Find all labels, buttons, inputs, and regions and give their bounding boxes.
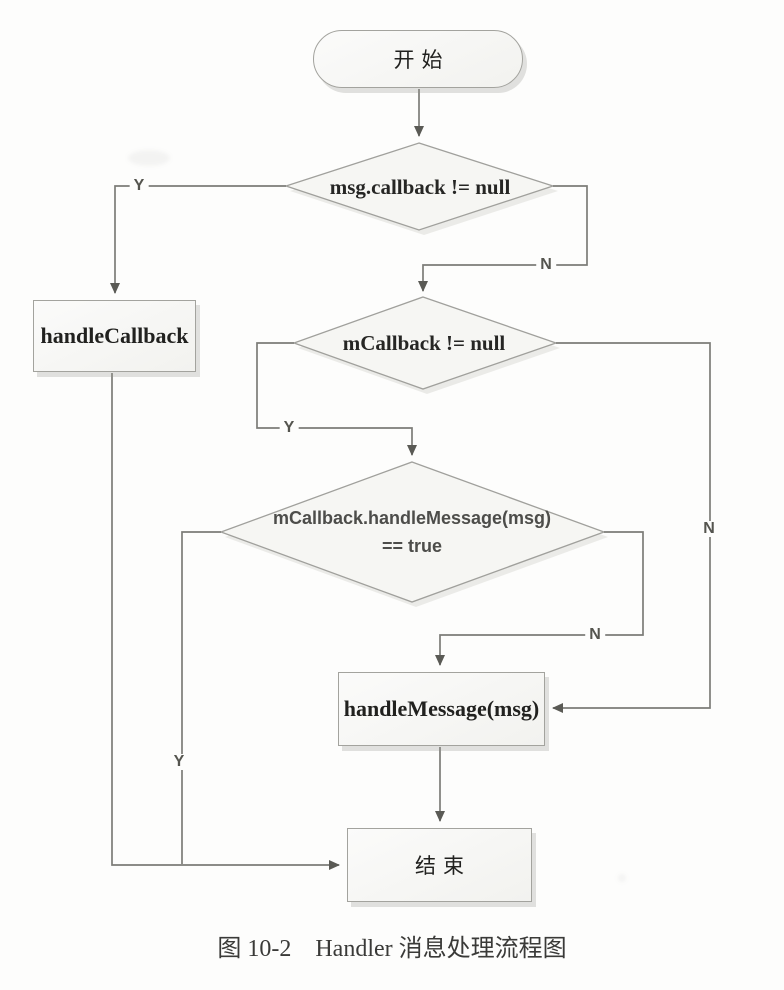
handle-callback-node: handleCallback: [33, 300, 196, 372]
scan-dot: [618, 874, 626, 882]
start-node-label: 开始: [393, 48, 450, 72]
end-node-label: 结束: [415, 854, 471, 878]
edge-msg-callback-no-to-mcallback: [418, 185, 588, 292]
scan-smudge: [128, 150, 170, 166]
edge-label-handle-result-no: N: [585, 627, 605, 643]
decision-handle-result-shape: [219, 461, 606, 603]
edge-label-mcallback-no: N: [699, 521, 719, 537]
edge-handle-callback-to-end: [111, 373, 340, 870]
edge-label-mcallback-yes: Y: [279, 420, 299, 436]
decision-mcallback-shape: [292, 296, 558, 390]
edge-handle-result-yes-to-end: [181, 531, 221, 864]
handle-message-node: handleMessage(msg): [338, 672, 545, 746]
edge-label-handle-result-yes: Y: [169, 754, 189, 770]
figure-caption: 图 10-2 Handler 消息处理流程图: [217, 936, 567, 962]
edge-handle-result-no-to-handle-message: [435, 531, 644, 666]
edge-mcallback-yes-to-handle-result: [256, 342, 417, 456]
decision-msg-callback-shape: [283, 142, 556, 231]
start-node: 开始: [313, 30, 523, 88]
handle-callback-label: handleCallback: [40, 323, 189, 348]
edge-label-msg-callback-yes: Y: [129, 178, 149, 194]
edge-label-msg-callback-no: N: [536, 257, 556, 273]
edge-msg-callback-yes-to-handle-callback: [110, 185, 286, 294]
handle-message-label: handleMessage(msg): [343, 696, 540, 721]
end-node: 结束: [347, 828, 532, 902]
